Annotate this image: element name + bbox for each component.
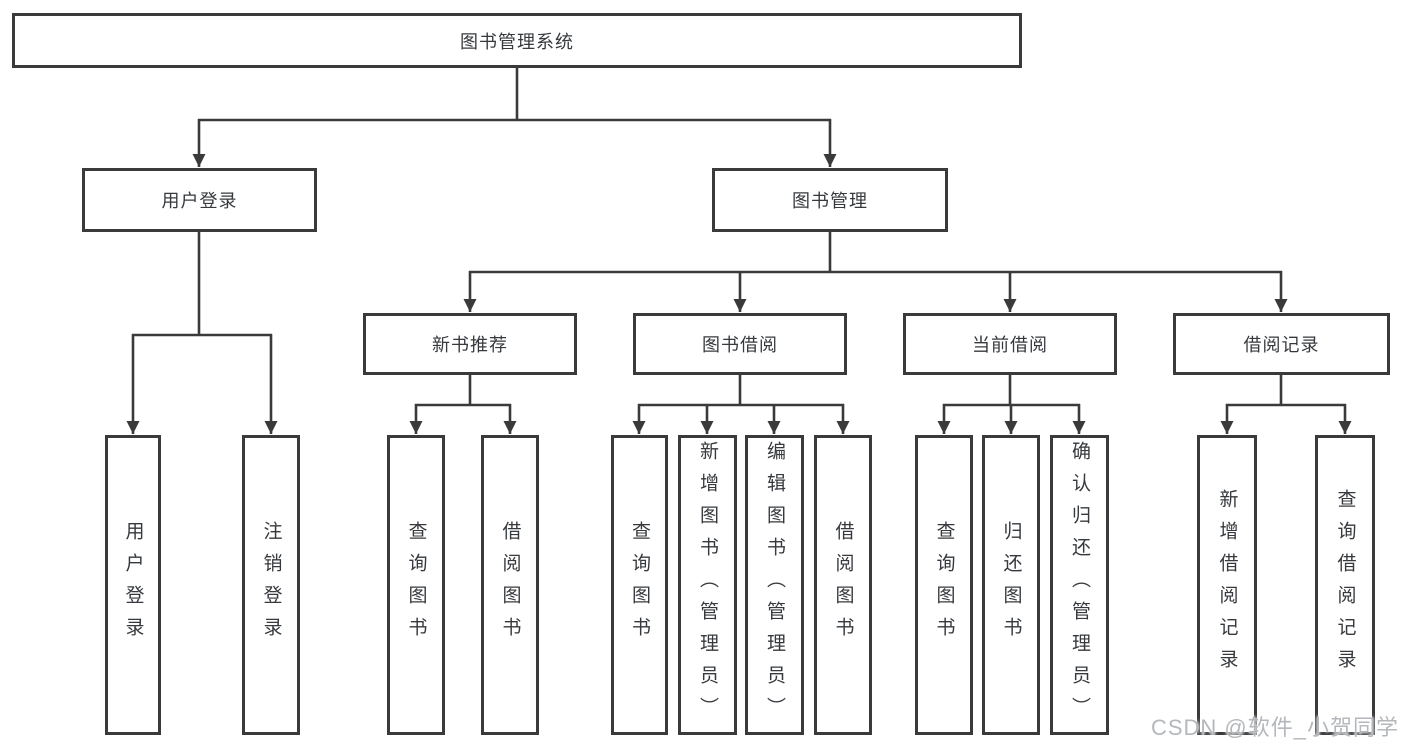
- leaf-add-borrow-record: 新增借阅记录: [1197, 435, 1257, 735]
- leaf-query-borrow-record: 查询借阅记录: [1315, 435, 1375, 735]
- leaf-return-books: 归还图书: [982, 435, 1040, 735]
- leaf-add-books-admin: 新增图书（管理员）: [678, 435, 737, 735]
- node-library-management-system: 图书管理系统: [12, 13, 1022, 68]
- leaf-query-books-recommend: 查询图书: [387, 435, 445, 735]
- leaf-query-books-borrow: 查询图书: [611, 435, 668, 735]
- node-new-book-recommend: 新书推荐: [363, 313, 577, 375]
- node-borrow-records: 借阅记录: [1173, 313, 1390, 375]
- leaf-confirm-return-admin: 确认归还（管理员）: [1050, 435, 1109, 735]
- leaf-borrow-books: 借阅图书: [814, 435, 872, 735]
- leaf-query-books-current: 查询图书: [915, 435, 973, 735]
- leaf-edit-books-admin: 编辑图书（管理员）: [745, 435, 804, 735]
- node-current-borrow: 当前借阅: [903, 313, 1117, 375]
- csdn-watermark: CSDN @软件_小贺同学: [1150, 715, 1399, 740]
- node-user-login: 用户登录: [82, 168, 317, 232]
- node-book-management: 图书管理: [712, 168, 948, 232]
- leaf-logout: 注销登录: [242, 435, 300, 735]
- node-book-borrow: 图书借阅: [633, 313, 847, 375]
- leaf-user-login: 用户登录: [105, 435, 161, 735]
- leaf-borrow-books-recommend: 借阅图书: [481, 435, 539, 735]
